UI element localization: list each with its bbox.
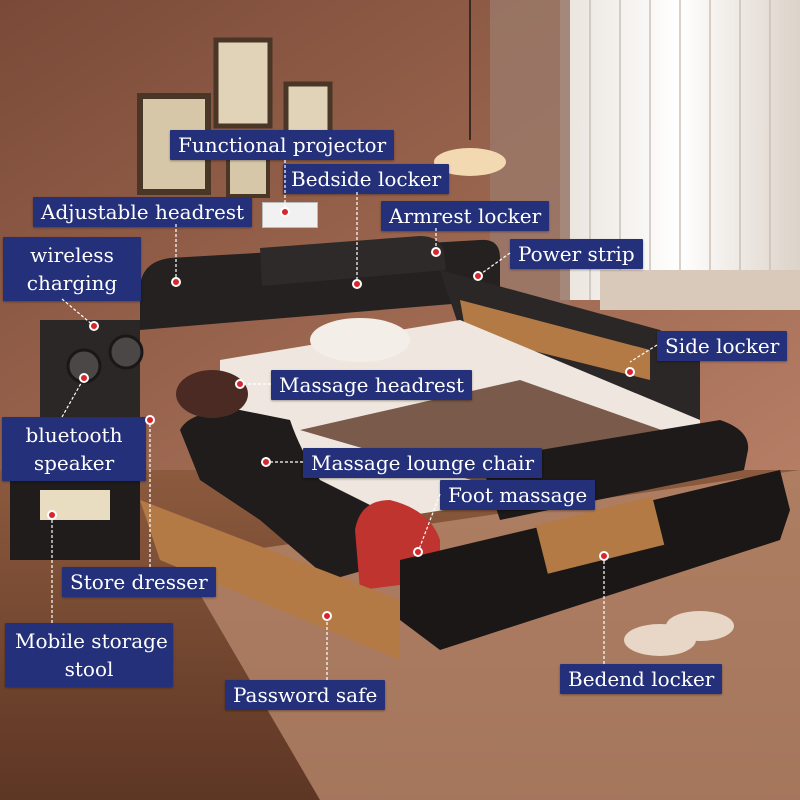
marker-massage-headrest bbox=[235, 379, 245, 389]
marker-store-dresser bbox=[145, 415, 155, 425]
massage-pillow bbox=[176, 370, 248, 418]
headboard-top bbox=[260, 236, 446, 286]
slipper-right bbox=[666, 611, 734, 641]
marker-adjustable-headrest bbox=[171, 277, 181, 287]
label-wireless-charging: wireless charging bbox=[3, 237, 141, 301]
wireless-charging-line2: charging bbox=[26, 271, 118, 295]
label-bedend-locker: Bedend locker bbox=[560, 664, 723, 694]
label-store-dresser: Store dresser bbox=[62, 567, 216, 597]
label-side-locker: Side locker bbox=[657, 331, 788, 361]
label-password-safe: Password safe bbox=[225, 680, 386, 710]
label-foot-massage: Foot massage bbox=[440, 480, 596, 510]
marker-bluetooth-speaker bbox=[79, 373, 89, 383]
label-bluetooth-speaker: bluetooth speaker bbox=[2, 417, 146, 481]
label-adjustable-headrest: Adjustable headrest bbox=[33, 197, 253, 227]
marker-bedend-locker bbox=[599, 551, 609, 561]
marker-armrest-locker bbox=[431, 247, 441, 257]
window-sill bbox=[600, 270, 800, 310]
marker-password-safe bbox=[322, 611, 332, 621]
projector bbox=[262, 202, 318, 228]
lounge-chair bbox=[180, 410, 400, 580]
label-massage-headrest: Massage headrest bbox=[271, 370, 472, 400]
bluetooth-speaker-line1: bluetooth bbox=[25, 423, 123, 447]
mobile-storage-stool-line1: Mobile storage bbox=[15, 629, 168, 653]
label-bedside-locker: Bedside locker bbox=[283, 164, 450, 194]
marker-mobile-storage-stool bbox=[47, 510, 57, 520]
bluetooth-speaker-line2: speaker bbox=[33, 451, 115, 475]
label-massage-lounge-chair: Massage lounge chair bbox=[303, 448, 543, 478]
picture-frame-middle bbox=[213, 37, 273, 129]
label-mobile-storage-stool: Mobile storage stool bbox=[5, 623, 173, 687]
marker-wireless-charging bbox=[89, 321, 99, 331]
storage-drawer bbox=[535, 496, 665, 574]
label-armrest-locker: Armrest locker bbox=[381, 201, 550, 231]
mobile-storage-stool-line2: stool bbox=[64, 657, 114, 681]
marker-side-locker bbox=[625, 367, 635, 377]
marker-power-strip bbox=[473, 271, 483, 281]
marker-bedside-locker bbox=[352, 279, 362, 289]
pillow bbox=[310, 318, 410, 362]
pendant-lamp bbox=[434, 148, 506, 176]
marker-foot-massage bbox=[413, 547, 423, 557]
side-shelf bbox=[460, 300, 650, 380]
wireless-charging-line1: wireless bbox=[30, 243, 114, 267]
bed-base-front bbox=[140, 500, 400, 660]
marker-massage-lounge-chair bbox=[261, 457, 271, 467]
marker-projector bbox=[280, 207, 290, 217]
label-power-strip: Power strip bbox=[510, 239, 643, 269]
label-functional-projector: Functional projector bbox=[170, 130, 395, 160]
